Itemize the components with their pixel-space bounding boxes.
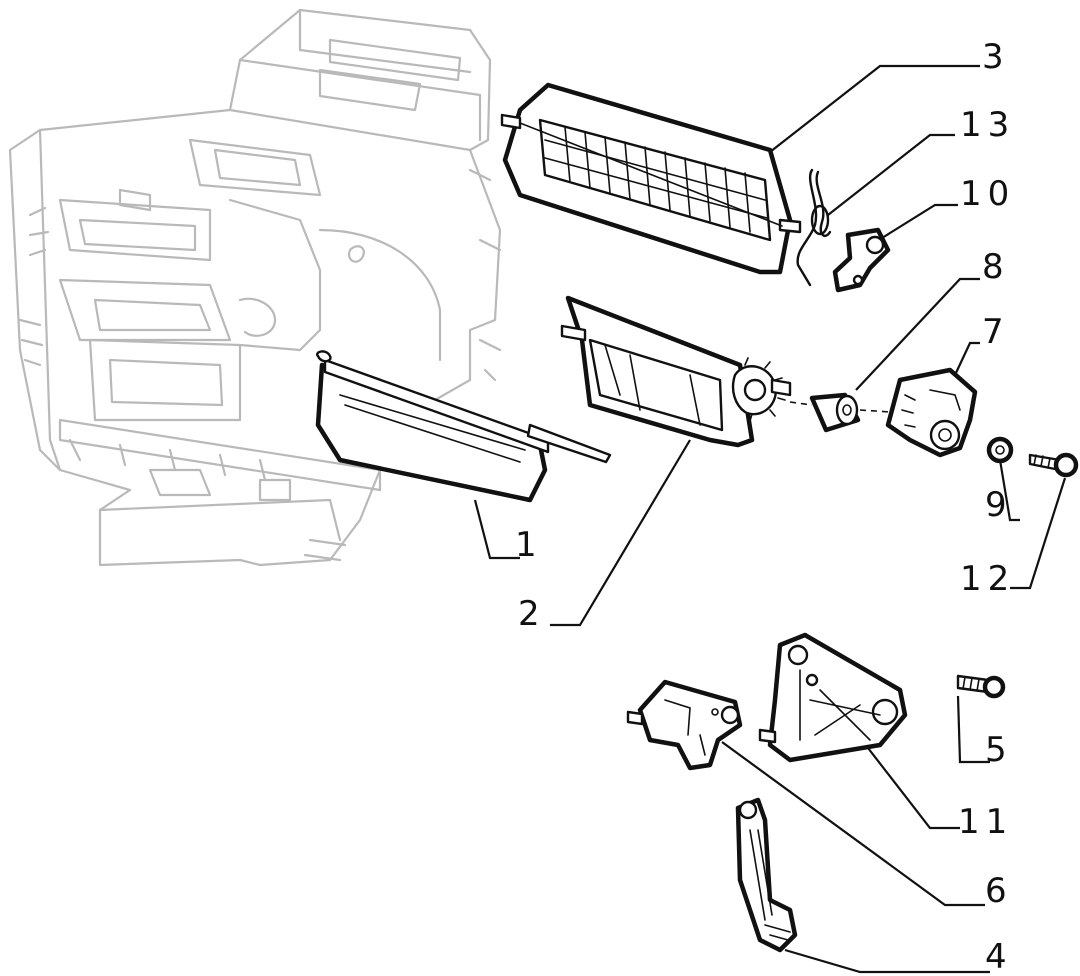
callout-8: 8 bbox=[982, 247, 1010, 287]
callout-9: 9 bbox=[985, 485, 1013, 525]
callout-4: 4 bbox=[985, 937, 1013, 976]
callout-1: 1 bbox=[515, 525, 543, 565]
part-9-washer bbox=[986, 436, 1014, 464]
part-5-screw bbox=[956, 674, 1006, 699]
callout-6: 6 bbox=[985, 871, 1013, 911]
callout-12: 12 bbox=[960, 559, 1016, 599]
part-13-wire-spring bbox=[796, 168, 832, 287]
callout-7: 7 bbox=[982, 312, 1010, 352]
callout-10: 10 bbox=[960, 174, 1016, 214]
callout-2: 2 bbox=[518, 594, 546, 634]
callout-11: 11 bbox=[958, 802, 1014, 842]
part-4-lever-arm bbox=[735, 797, 798, 953]
callout-13: 13 bbox=[960, 105, 1016, 145]
part-8-bushing bbox=[789, 392, 891, 433]
part-6-arm bbox=[626, 679, 743, 771]
part-3-grille-flap bbox=[500, 82, 802, 275]
callout-leaders bbox=[473, 64, 1067, 974]
heater-housing bbox=[8, 8, 502, 567]
callout-3: 3 bbox=[982, 37, 1010, 77]
part-11-bracket bbox=[758, 632, 908, 763]
part-12-screw bbox=[1028, 452, 1079, 478]
part-2-middle-flap bbox=[560, 295, 792, 448]
part-7-gear-sector bbox=[885, 367, 978, 458]
part-1-lower-flap bbox=[315, 350, 612, 503]
callout-5: 5 bbox=[985, 730, 1013, 770]
part-10-lever bbox=[832, 227, 891, 293]
